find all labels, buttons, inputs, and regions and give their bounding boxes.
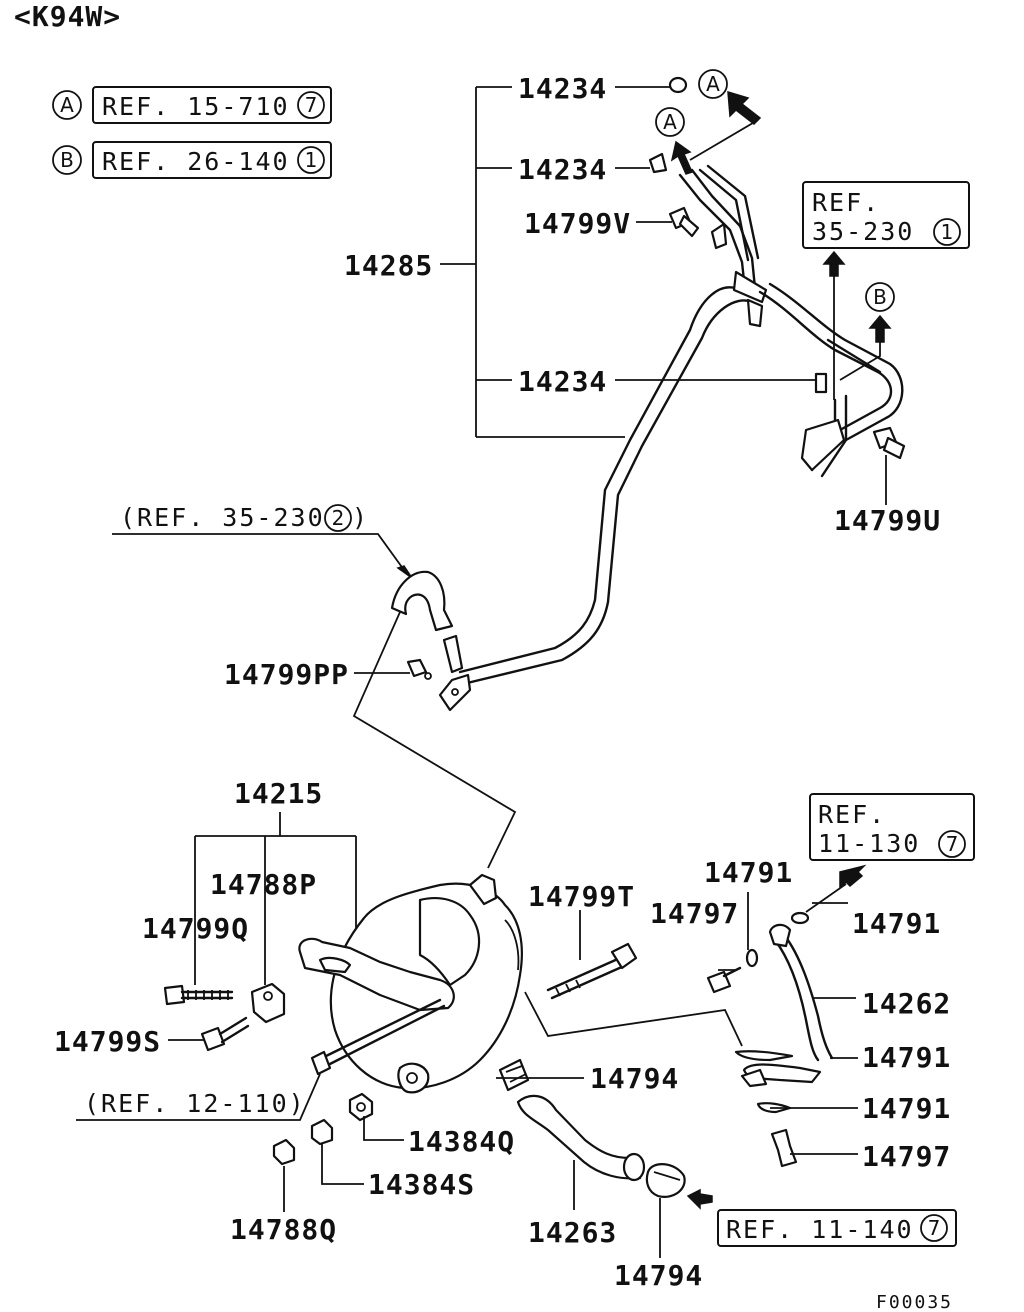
nut-14788Q bbox=[272, 1138, 296, 1166]
clamp-14794-a bbox=[498, 1058, 530, 1092]
label-14799U: 14799U bbox=[834, 504, 941, 537]
svg-text:(REF. 35-230: (REF. 35-230 bbox=[120, 503, 325, 532]
label-14262: 14262 bbox=[862, 987, 951, 1020]
label-14234-b: 14234 bbox=[518, 153, 607, 186]
legend-a-letter: A bbox=[60, 93, 74, 117]
hose-14263 bbox=[516, 1094, 646, 1182]
label-14791-a: 14791 bbox=[704, 856, 793, 889]
bolt-14797-a bbox=[706, 966, 742, 994]
ref-35-230-1: REF. 35-230 1 bbox=[802, 181, 970, 400]
bolt-14799V bbox=[668, 206, 700, 238]
svg-text:35-230: 35-230 bbox=[812, 217, 914, 246]
label-14797-a: 14797 bbox=[650, 897, 739, 930]
marker-a-mid: A bbox=[655, 107, 694, 175]
bolt-14799S bbox=[200, 1016, 250, 1052]
washer-14791-a bbox=[745, 948, 759, 968]
svg-text:2: 2 bbox=[332, 506, 345, 530]
bolt-14797-b bbox=[770, 1128, 798, 1168]
leader-connection bbox=[352, 611, 517, 869]
grommet-14234-a bbox=[668, 76, 688, 94]
label-14799S: 14799S bbox=[54, 1025, 161, 1058]
clamp-14794-b bbox=[645, 1163, 686, 1198]
nut-14384Q bbox=[348, 1092, 374, 1122]
gasket-14791-c bbox=[734, 1050, 794, 1062]
bolt-14799Q bbox=[163, 984, 234, 1006]
svg-text:11-130: 11-130 bbox=[818, 829, 920, 858]
marker-b1-letter: B bbox=[873, 285, 887, 309]
hose-14799PP bbox=[390, 570, 454, 680]
model-code: <K94W> bbox=[14, 0, 121, 33]
leader-14799T bbox=[524, 991, 743, 1047]
nut-14384S bbox=[310, 1118, 334, 1146]
label-14799V: 14799V bbox=[524, 207, 631, 240]
leaders-lower bbox=[168, 892, 858, 1258]
bolt-14799T bbox=[546, 910, 638, 1000]
label-14791-d: 14791 bbox=[862, 1092, 951, 1125]
marker-a1-letter: A bbox=[706, 72, 720, 96]
legend-a: A REF. 15-710 7 bbox=[52, 86, 332, 124]
svg-text:7: 7 bbox=[946, 832, 959, 856]
label-14799Q: 14799Q bbox=[142, 912, 249, 945]
marker-a2-letter: A bbox=[663, 110, 677, 134]
label-14794-a: 14794 bbox=[590, 1062, 679, 1095]
label-14799T: 14799T bbox=[528, 880, 635, 913]
stud-ref-12-110 bbox=[310, 998, 446, 1076]
label-14285: 14285 bbox=[344, 249, 433, 282]
hose-14262 bbox=[740, 923, 834, 1088]
marker-b: B bbox=[839, 282, 895, 381]
ref-12-110: (REF. 12-110) bbox=[76, 1073, 321, 1121]
legend-b: B REF. 26-140 1 bbox=[52, 141, 332, 179]
pipe-right bbox=[758, 282, 904, 478]
bracket-14215 bbox=[194, 812, 357, 985]
label-14791-b: 14791 bbox=[852, 907, 941, 940]
label-14788P: 14788P bbox=[210, 868, 317, 901]
figure-code: F00035 bbox=[876, 1292, 953, 1312]
marker-a-top: A bbox=[689, 69, 762, 161]
pipe-upper bbox=[678, 164, 768, 328]
svg-text:): ) bbox=[352, 503, 369, 532]
label-14215: 14215 bbox=[234, 777, 323, 810]
legend-b-ref: REF. 26-140 bbox=[102, 147, 290, 176]
svg-text:7: 7 bbox=[928, 1216, 941, 1240]
label-14791-c: 14791 bbox=[862, 1041, 951, 1074]
pipe-14285 bbox=[438, 286, 754, 712]
label-14384Q: 14384Q bbox=[408, 1125, 515, 1158]
svg-text:1: 1 bbox=[941, 220, 954, 244]
washer-14791-b bbox=[790, 911, 810, 925]
leaders-upper bbox=[354, 86, 887, 674]
bracket-14285 bbox=[440, 86, 625, 438]
legend-b-num: 1 bbox=[305, 148, 318, 172]
block-14788P bbox=[250, 982, 286, 1024]
svg-text:REF. 11-140: REF. 11-140 bbox=[726, 1215, 914, 1244]
label-14794-b: 14794 bbox=[614, 1259, 703, 1292]
bolt-14799U bbox=[872, 426, 906, 460]
legend-b-letter: B bbox=[60, 148, 74, 172]
legend-a-ref: REF. 15-710 bbox=[102, 92, 290, 121]
ref-11-140: REF. 11-140 7 bbox=[686, 1188, 957, 1247]
label-14797-b: 14797 bbox=[862, 1140, 951, 1173]
legend-a-num: 7 bbox=[305, 93, 318, 117]
ref-11-130: REF. 11-130 7 bbox=[805, 793, 975, 913]
label-14384S: 14384S bbox=[368, 1168, 475, 1201]
label-14788Q: 14788Q bbox=[230, 1213, 337, 1246]
label-14799PP: 14799PP bbox=[224, 658, 349, 691]
grommet-14234-b bbox=[648, 152, 668, 174]
label-14263: 14263 bbox=[528, 1216, 617, 1249]
svg-text:REF.: REF. bbox=[812, 188, 880, 217]
ref-35-230-2: (REF. 35-230 2 ) bbox=[112, 503, 413, 579]
label-14234-a: 14234 bbox=[518, 72, 607, 105]
vacuum-pump-body bbox=[298, 873, 523, 1094]
svg-text:REF.: REF. bbox=[818, 800, 886, 829]
label-14234-c: 14234 bbox=[518, 365, 607, 398]
svg-text:(REF. 12-110): (REF. 12-110) bbox=[84, 1089, 306, 1118]
